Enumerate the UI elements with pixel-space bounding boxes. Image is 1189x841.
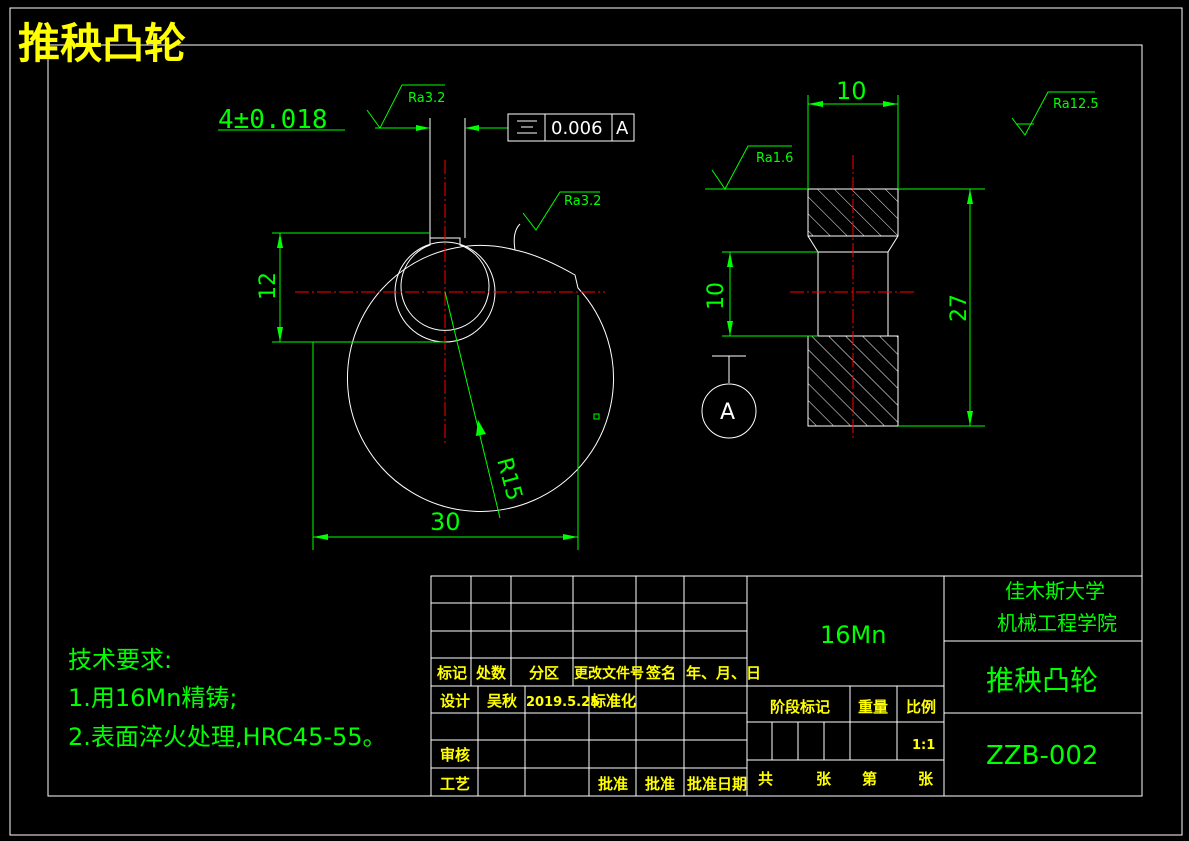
tb-sign: 签名 bbox=[645, 664, 676, 682]
tb-approve-1: 批准 bbox=[598, 775, 628, 793]
tb-date: 年、月、日 bbox=[686, 664, 761, 682]
dim-radius: R15 bbox=[491, 455, 526, 503]
tb-total: 共 bbox=[758, 770, 773, 788]
tb-design-date: 2019.5.25 bbox=[526, 695, 599, 710]
cam-profile bbox=[347, 244, 614, 512]
tb-material: 16Mn bbox=[820, 621, 886, 649]
tb-scale: 1:1 bbox=[912, 738, 935, 753]
roughness-symbol-bore bbox=[711, 145, 792, 190]
tb-stage-mark: 阶段标记 bbox=[770, 698, 830, 716]
side-view: 10 10 27 Ra1.6 Ra12.5 A bbox=[701, 77, 1099, 440]
tb-approve-date: 批准日期 bbox=[687, 775, 747, 793]
symmetry-tolerance: 0.006 bbox=[551, 118, 603, 139]
tb-weight: 重量 bbox=[858, 698, 888, 716]
tb-process: 工艺 bbox=[440, 775, 470, 793]
front-view: 4±0.018 Ra3.2 0.006 A Ra3.2 12 R15 3 bbox=[218, 84, 635, 550]
roughness-symbol-top bbox=[366, 84, 445, 129]
notes-item-1: 1.用16Mn精铸; bbox=[68, 684, 237, 712]
dim-keyway-height: 12 bbox=[256, 272, 281, 300]
cam-notch bbox=[513, 223, 521, 251]
tb-approve-2: 批准 bbox=[645, 775, 675, 793]
notes-item-2: 2.表面淬火处理,HRC45-55。 bbox=[68, 723, 387, 751]
roughness-symbol-general bbox=[1011, 91, 1095, 136]
roughness-general: Ra12.5 bbox=[1053, 97, 1099, 112]
tb-sheet-no: 第 bbox=[862, 770, 877, 788]
tb-school-2: 机械工程学院 bbox=[997, 611, 1117, 635]
tb-review: 审核 bbox=[440, 746, 470, 764]
keyway-bore bbox=[400, 237, 490, 331]
tb-sheets-2: 张 bbox=[918, 770, 934, 788]
tb-drawing-number: ZZB-002 bbox=[986, 741, 1098, 771]
tb-design-label: 设计 bbox=[440, 692, 470, 710]
tb-mark: 标记 bbox=[436, 664, 467, 682]
tolerance-frame bbox=[507, 113, 635, 142]
dim-thickness: 10 bbox=[836, 77, 867, 105]
tb-scale-label: 比例 bbox=[906, 698, 936, 716]
datum-circle bbox=[701, 383, 757, 439]
roughness-bore: Ra1.6 bbox=[756, 151, 793, 166]
tb-sheets-1: 张 bbox=[816, 770, 832, 788]
dim-width: 30 bbox=[430, 508, 461, 536]
dim-height: 27 bbox=[947, 294, 972, 322]
tb-part-name: 推秧凸轮 bbox=[986, 664, 1098, 697]
datum-label: A bbox=[720, 400, 735, 425]
tb-school-1: 佳木斯大学 bbox=[1005, 579, 1105, 603]
roughness-right: Ra3.2 bbox=[564, 194, 601, 209]
radius-leader bbox=[444, 291, 501, 519]
roughness-symbol-right bbox=[522, 191, 600, 231]
drawing-title: 推秧凸轮 bbox=[18, 19, 186, 68]
datum-ref: A bbox=[616, 118, 629, 139]
tb-doc: 更改文件号 bbox=[574, 665, 644, 682]
tb-count: 处数 bbox=[475, 664, 507, 682]
outer-border bbox=[9, 7, 1183, 836]
tb-standardize: 标准化 bbox=[590, 692, 636, 710]
notes-heading: 技术要求: bbox=[68, 646, 172, 674]
title-block: 标记 处数 分区 更改文件号 签名 年、月、日 设计 吴秋 2019.5.25 … bbox=[430, 575, 1143, 797]
dim-bore: 10 bbox=[704, 282, 729, 310]
tb-zone: 分区 bbox=[529, 664, 559, 682]
tolerance-dim: 4±0.018 bbox=[218, 105, 328, 135]
tb-designer: 吴秋 bbox=[487, 692, 518, 710]
technical-notes: 技术要求: 1.用16Mn精铸; 2.表面淬火处理,HRC45-55。 bbox=[68, 646, 387, 751]
roughness-top: Ra3.2 bbox=[408, 91, 445, 106]
